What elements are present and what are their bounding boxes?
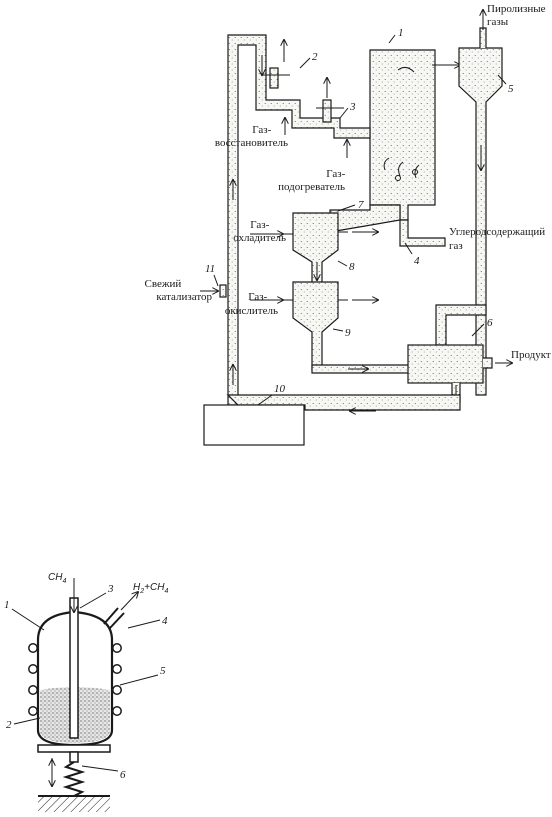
reactor-1 xyxy=(369,49,436,221)
callout-9: 9 xyxy=(345,327,351,339)
separator-6 xyxy=(407,344,484,384)
pyrolysis-gases-label: Пиролизные газы xyxy=(487,3,548,28)
ch4-inlet-label: CH4 xyxy=(48,572,66,585)
inlet-tube-3 xyxy=(69,597,79,739)
callout-b4: 4 xyxy=(162,615,168,627)
callout-10: 10 xyxy=(274,383,286,395)
exchanger-2 xyxy=(269,67,279,89)
h2-ch4-outlet-label: H2+CH4 xyxy=(133,582,168,595)
regenerator-10 xyxy=(203,404,305,446)
reactor-flow-marks xyxy=(383,66,420,179)
reducing-gas-label: Газ- восстановитель xyxy=(215,124,288,149)
support-plate xyxy=(37,744,111,753)
catalyst-inlet-11 xyxy=(219,284,227,298)
cyclone-5 xyxy=(458,47,503,396)
gas-outlet-arrow xyxy=(120,592,138,611)
callout-8: 8 xyxy=(349,261,355,273)
callout-b3: 3 xyxy=(107,583,114,595)
callout-b2: 2 xyxy=(6,719,12,731)
downcomer-7 xyxy=(329,204,401,233)
catalytic-pyrolysis-flowsheet: Пиролизные газы Газ- восстановитель Газ-… xyxy=(145,3,551,446)
bottom-number-callouts: 1 2 3 4 5 6 xyxy=(4,583,168,781)
callout-6: 6 xyxy=(487,317,493,329)
fluidized-bed-reactor-sketch: CH4 H2+CH4 1 2 3 4 5 6 xyxy=(4,572,168,812)
carbon-gas-inlet-4 xyxy=(399,219,446,247)
pipe-5-to-6 xyxy=(435,304,487,346)
oxidizer-vessel-9 xyxy=(292,281,339,371)
top-number-callouts: 1 2 3 4 5 6 7 8 9 10 11 xyxy=(205,27,514,406)
outlet-pipe-4 xyxy=(103,607,125,629)
cooler-vessel-8 xyxy=(292,212,339,286)
product-label: Продукт xyxy=(511,349,551,361)
callout-4: 4 xyxy=(414,255,420,267)
heating-gas-label: Газ- подогреватель xyxy=(278,168,348,193)
callout-b6: 6 xyxy=(120,769,126,781)
heating-coils xyxy=(28,643,122,716)
callout-11: 11 xyxy=(205,263,215,275)
callout-b5: 5 xyxy=(160,665,166,677)
callout-1: 1 xyxy=(398,27,404,39)
riser-pipe xyxy=(227,34,371,406)
callout-3: 3 xyxy=(349,101,356,113)
ground xyxy=(38,796,110,812)
callout-b1: 1 xyxy=(4,599,10,611)
exchanger-3 xyxy=(322,99,332,123)
carbon-gas-label: Углеродсодержащий газ xyxy=(449,226,548,252)
fresh-catalyst-label: Свежий катализатор xyxy=(145,278,213,303)
cooling-gas-label: Газ- охладитель xyxy=(233,219,286,244)
spring-6 xyxy=(62,761,86,797)
callout-5: 5 xyxy=(508,83,514,95)
oxidizing-gas-label: Газ- окислитель xyxy=(225,291,278,317)
callout-7: 7 xyxy=(358,199,364,211)
callout-2: 2 xyxy=(312,51,318,63)
